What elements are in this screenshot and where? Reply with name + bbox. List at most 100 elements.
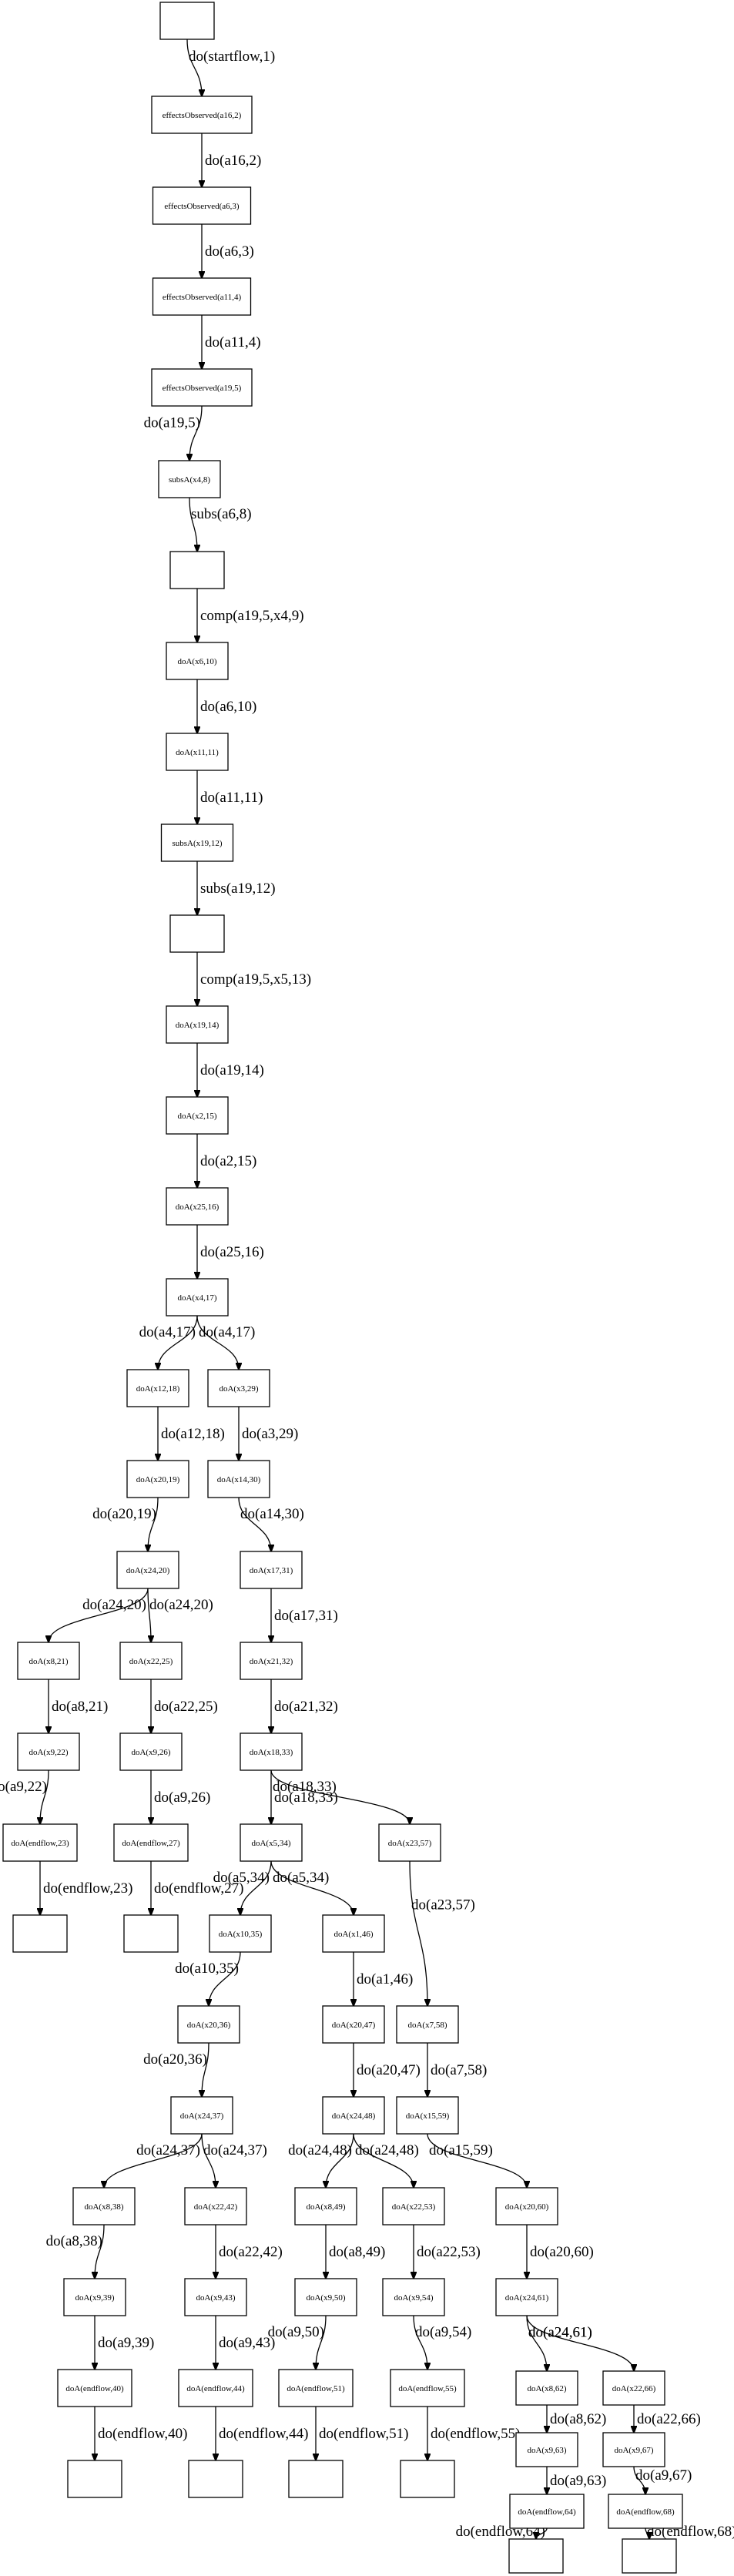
state-node: doA(x8,21) (17, 1642, 80, 1680)
node-label: doA(x9,26) (131, 1748, 170, 1757)
node-label: doA(x20,47) (332, 2021, 376, 2030)
edge-label: do(a11,11) (200, 790, 263, 806)
node-box (151, 368, 253, 407)
state-node: doA(x18,33) (240, 1732, 303, 1771)
node-label: doA(x11,11) (176, 748, 219, 757)
node-label: doA(x9,22) (28, 1748, 68, 1757)
edge-label: do(a12,18) (161, 1426, 225, 1442)
edge-label: do(a20,47) (357, 2062, 421, 2078)
edge-n63-n65 (536, 2527, 548, 2539)
node-box (322, 2096, 385, 2135)
state-node: doA(endflow,44) (178, 2369, 253, 2407)
state-node: doA(x9,43) (184, 2278, 247, 2316)
edge-label: do(a1,46) (357, 1971, 413, 1987)
node-label: doA(x4,17) (177, 1293, 216, 1303)
state-node: doA(x24,37) (170, 2096, 233, 2135)
node-box (170, 2096, 233, 2135)
node-box (72, 2187, 136, 2225)
node-label: doA(x14,30) (217, 1475, 261, 1484)
node-label: doA(x20,19) (136, 1475, 180, 1484)
node-box (515, 2370, 578, 2406)
node-label: doA(endflow,27) (122, 1839, 180, 1848)
state-node: doA(x22,25) (119, 1642, 183, 1680)
node-label: doA(x3,29) (219, 1384, 258, 1394)
state-node: doA(x20,60) (495, 2187, 558, 2225)
node-label: doA(x8,21) (28, 1657, 68, 1666)
edge-n17-n19 (148, 1497, 159, 1551)
edge-label: do(a20,60) (530, 2244, 594, 2260)
edge-n33-n36 (209, 1951, 241, 2006)
state-node: doA(x12,18) (126, 1369, 189, 1407)
edge-label: do(a6,10) (200, 699, 256, 715)
node-label: doA(x20,60) (505, 2202, 549, 2212)
edge-label: do(a24,20) (82, 1597, 146, 1613)
state-node: doA(endflow,40) (57, 2369, 132, 2407)
edge-n40-n45 (353, 2133, 414, 2188)
edge-label: do(a7,58) (431, 2062, 487, 2078)
node-label: doA(x9,67) (614, 2446, 653, 2455)
edge-label: do(a15,59) (429, 2142, 493, 2158)
edge-label: do(a22,66) (637, 2411, 701, 2427)
state-node: doA(x1,46) (322, 1914, 385, 1953)
edge-n58-n64 (633, 2466, 645, 2494)
state-node: effectsObserved(a19,5) (151, 368, 253, 407)
node-box (166, 642, 229, 680)
edge-n0-n1 (186, 39, 202, 96)
state-node: subsA(x19,12) (160, 823, 234, 862)
edge-n30-n35 (409, 1860, 427, 2006)
edge-n19-n21 (49, 1588, 149, 1642)
edge-n46-n51 (526, 2315, 547, 2371)
state-node: doA(x4,17) (166, 1278, 229, 1317)
edge-label: do(a9,39) (98, 2335, 154, 2351)
edge-n36-n39 (202, 2042, 209, 2097)
node-label: doA(endflow,55) (398, 2384, 457, 2393)
node-box (608, 2494, 683, 2529)
edge-label: do(a25,16) (200, 1244, 264, 1260)
state-node: doA(x24,20) (116, 1551, 179, 1589)
state-node: doA(x2,15) (166, 1096, 229, 1135)
edge-label: do(a9,26) (154, 1789, 210, 1806)
node-label: subsA(x4,8) (169, 475, 210, 485)
state-node: doA(x7,58) (396, 2005, 459, 2044)
state-node: doA(x22,66) (602, 2370, 665, 2406)
node-box (322, 2005, 385, 2044)
node-box (396, 2005, 459, 2044)
node-box (495, 2187, 558, 2225)
state-node: doA(endflow,68) (608, 2494, 683, 2529)
edge-label: do(a5,34) (213, 1870, 270, 1886)
edge-label: subs(a6,8) (191, 506, 252, 522)
edge-n49-n55 (316, 2315, 327, 2370)
edge-label: do(a16,2) (205, 153, 261, 169)
terminal-node (508, 2538, 564, 2574)
edge-label: comp(a19,5,x4,9) (200, 608, 304, 624)
node-box (17, 1732, 80, 1771)
edge-n46-n52 (526, 2315, 634, 2371)
state-node: doA(x22,42) (184, 2187, 247, 2225)
node-box (67, 2460, 122, 2498)
node-box (17, 1642, 80, 1680)
edge-label: do(a14,30) (240, 1506, 304, 1522)
edge-label: do(a19,5) (144, 414, 200, 431)
state-node: doA(x9,63) (515, 2432, 578, 2467)
node-box (240, 1823, 303, 1862)
state-node: effectsObserved(a16,2) (151, 96, 253, 134)
edge-label: do(a2,15) (200, 1153, 256, 1169)
edge-label: do(a9,50) (268, 2324, 324, 2340)
node-label: doA(x9,43) (196, 2293, 235, 2303)
edge-n5-n6 (189, 497, 197, 552)
node-label: doA(x20,36) (187, 2021, 231, 2030)
node-label: doA(endflow,23) (11, 1839, 69, 1848)
node-label: doA(x17,31) (250, 1566, 293, 1575)
state-node: doA(endflow,51) (278, 2369, 354, 2407)
node-label: subsA(x19,12) (172, 839, 222, 848)
node-label: doA(x24,37) (180, 2111, 224, 2121)
edge-n38-n41 (427, 2133, 527, 2188)
node-box (116, 1551, 179, 1589)
state-node: doA(endflow,27) (113, 1823, 189, 1862)
state-node: doA(x8,49) (294, 2187, 357, 2225)
edge-label: do(a11,4) (205, 334, 261, 351)
nodes-layer: effectsObserved(a16,2)effectsObserved(a6… (2, 2, 683, 2574)
terminal-node (159, 2, 215, 40)
state-node: doA(x9,22) (17, 1732, 80, 1771)
edge-n39-n42 (104, 2133, 203, 2188)
